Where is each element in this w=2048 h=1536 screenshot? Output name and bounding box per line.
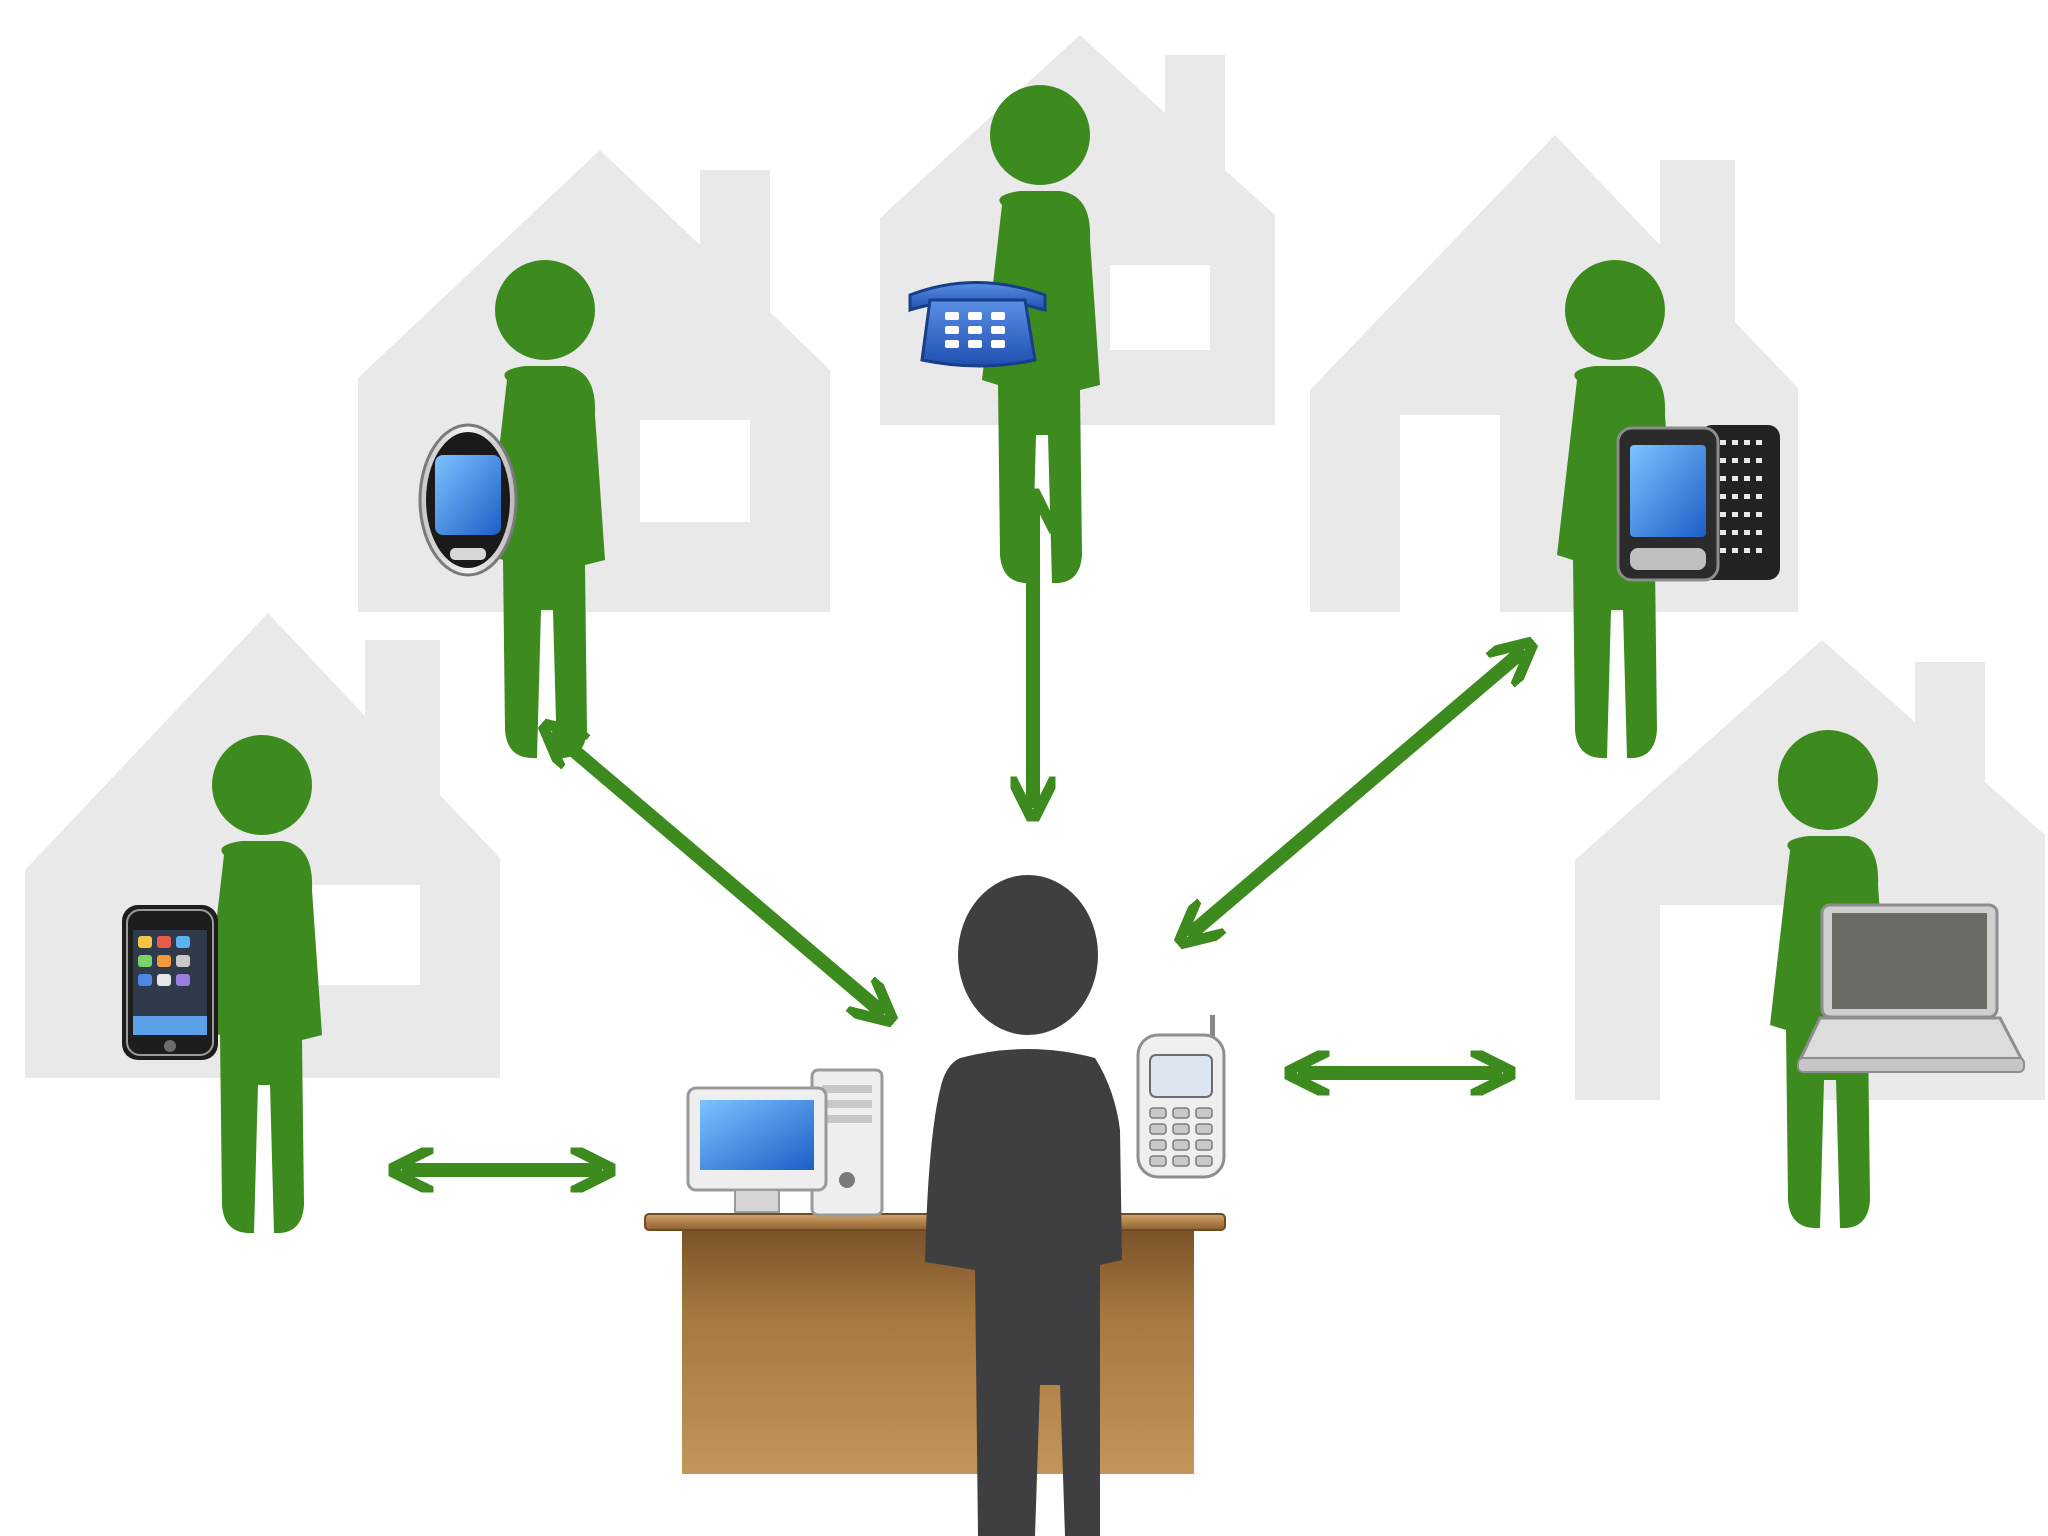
remote-worker-top — [908, 85, 1100, 584]
central-person-icon — [925, 875, 1122, 1536]
desk-telephone-icon — [908, 281, 1047, 368]
arrow-upper-right-to-center — [1188, 650, 1524, 936]
mobile-phone-icon — [1136, 1015, 1226, 1179]
laptop-icon — [1797, 903, 2025, 1073]
remote-worker-upper-left — [418, 260, 605, 759]
handheld-pda-icon — [418, 423, 518, 577]
arrow-upper-left-to-center — [552, 732, 884, 1014]
person-icon — [204, 735, 322, 1234]
desk — [644, 1213, 1226, 1474]
desktop-computer-icon — [686, 1068, 884, 1217]
central-worker — [644, 875, 1226, 1536]
slider-smartphone-icon — [1616, 425, 1780, 582]
connection-arrows — [402, 502, 1524, 1170]
touchscreen-smartphone-icon — [122, 905, 218, 1060]
remote-worker-right — [1770, 730, 2025, 1229]
remote-worker-left — [122, 735, 322, 1234]
remote-worker-upper-right — [1557, 260, 1780, 759]
